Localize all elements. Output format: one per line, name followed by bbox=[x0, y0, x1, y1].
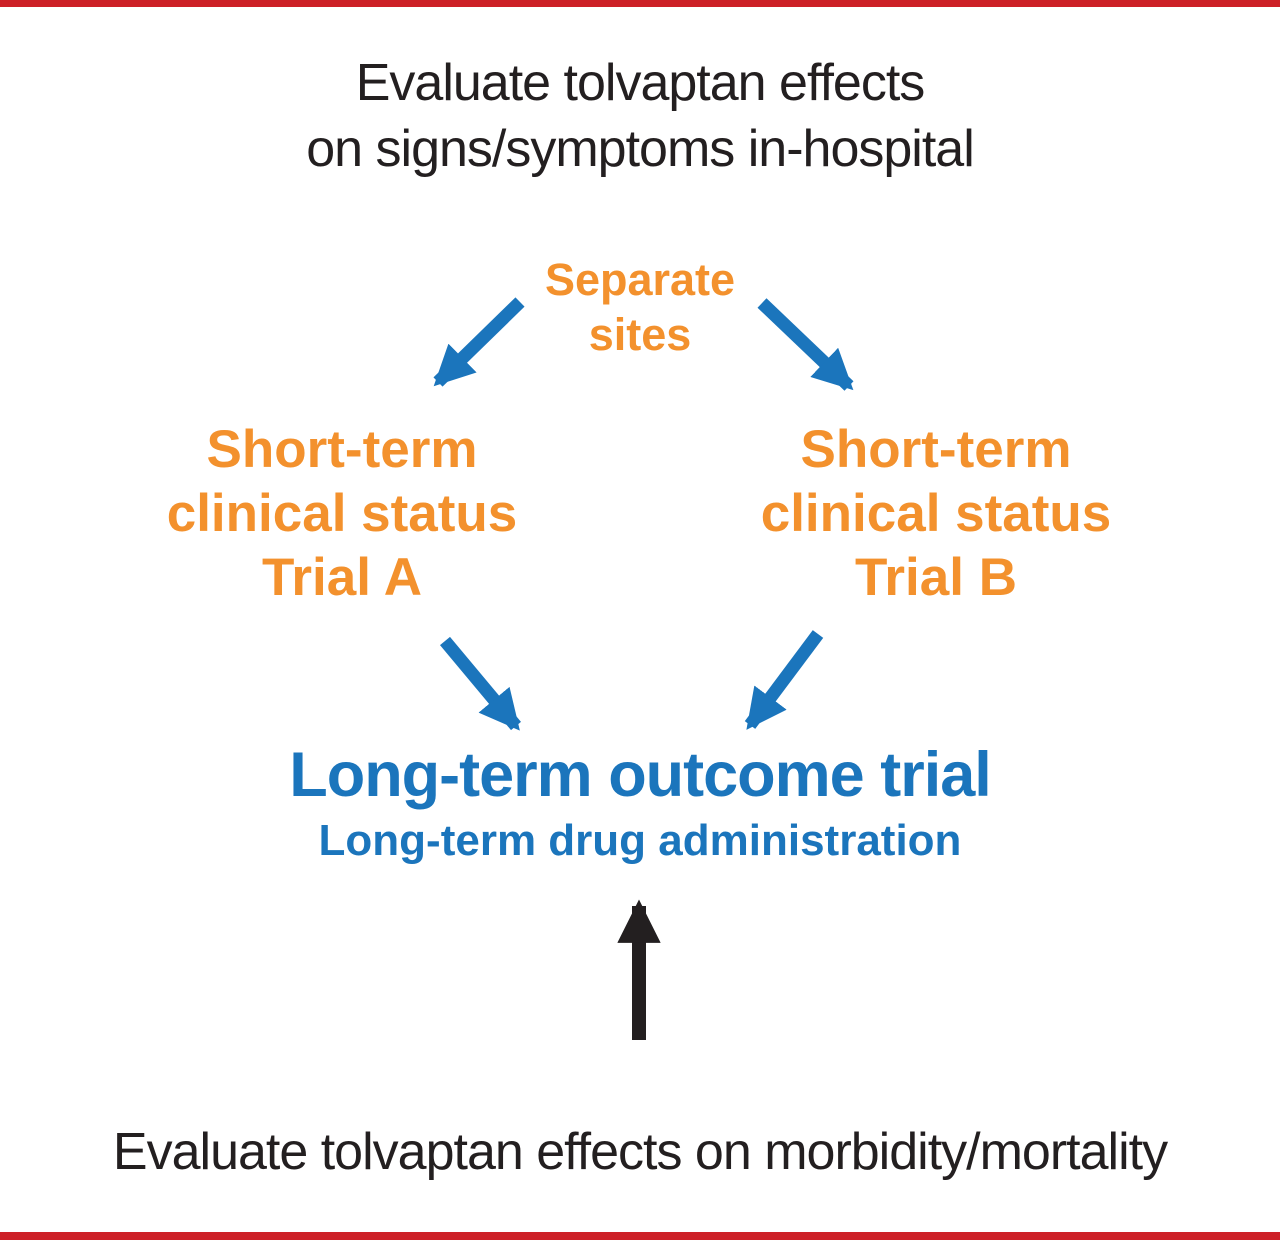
separate-sites-line1: Separate bbox=[544, 254, 736, 305]
separate-sites-label: Separate sites bbox=[0, 252, 1280, 362]
outcome-trial-subtitle: Long-term drug administration bbox=[318, 816, 962, 865]
trial-b-block: Short-term clinical status Trial B bbox=[636, 418, 1236, 610]
trial-a-to-outcome-arrow-icon bbox=[440, 636, 521, 731]
top-caption-line1: Evaluate tolvaptan effects bbox=[355, 54, 926, 112]
top-caption: Evaluate tolvaptan effects on signs/symp… bbox=[0, 50, 1280, 182]
outcome-trial-title: Long-term outcome trial bbox=[289, 740, 992, 810]
trial-a-line3: Trial A bbox=[261, 548, 423, 607]
separate-to-trial-a-arrow-icon bbox=[433, 297, 525, 387]
trial-a-line1: Short-term bbox=[206, 420, 478, 479]
trial-a-line2: clinical status bbox=[166, 484, 518, 543]
bottom-border-bar bbox=[0, 1232, 1280, 1240]
top-caption-line2: on signs/symptoms in-hospital bbox=[306, 120, 975, 178]
top-border-bar bbox=[0, 0, 1280, 7]
separate-to-trial-b-arrow-icon bbox=[757, 298, 854, 391]
trial-b-to-outcome-arrow-icon bbox=[744, 630, 824, 730]
trial-a-block: Short-term clinical status Trial A bbox=[42, 418, 642, 610]
trial-b-line1: Short-term bbox=[800, 420, 1072, 479]
bottom-caption: Evaluate tolvaptan effects on morbidity/… bbox=[112, 1123, 1168, 1181]
separate-sites-line2: sites bbox=[588, 309, 692, 360]
trial-b-line3: Trial B bbox=[854, 548, 1017, 607]
trial-b-line2: clinical status bbox=[760, 484, 1112, 543]
